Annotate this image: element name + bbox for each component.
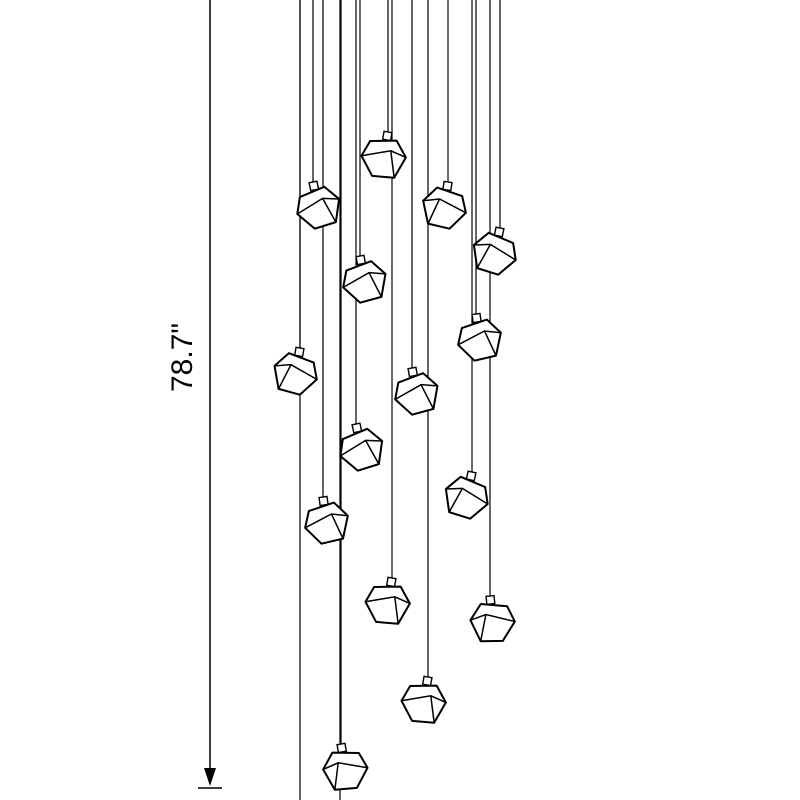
crystal-shade-outline bbox=[304, 501, 349, 545]
socket-cap bbox=[336, 742, 348, 754]
crystal-shade-outline bbox=[296, 185, 341, 230]
crystal-facet-line bbox=[330, 513, 344, 539]
crystal-facet-line bbox=[277, 364, 292, 390]
crystal-shade-outline bbox=[364, 585, 411, 625]
crystal-shade-outline bbox=[394, 372, 439, 416]
crystal-facet-line bbox=[321, 197, 337, 223]
crystal-shade-outline bbox=[422, 186, 467, 230]
pendant-shade bbox=[472, 226, 517, 276]
crystal-facet-line bbox=[448, 487, 464, 513]
socket-cap bbox=[485, 594, 496, 606]
pendant-shade bbox=[342, 254, 387, 304]
pendant-shade bbox=[400, 675, 447, 724]
pendant-shade bbox=[457, 312, 502, 362]
crystal-shade-outline bbox=[360, 139, 407, 179]
pendant-shade bbox=[304, 495, 349, 545]
crystal-facet-line bbox=[430, 695, 435, 723]
crystal-shade-outline bbox=[400, 684, 447, 724]
socket-cap bbox=[381, 130, 393, 142]
crystal-facet-line bbox=[457, 330, 501, 346]
pendant-shade bbox=[322, 742, 369, 791]
crystal-facet-line bbox=[394, 596, 399, 624]
pendant-shade bbox=[296, 180, 341, 230]
crystal-facet-line bbox=[483, 330, 497, 356]
suspension-cords bbox=[299, 0, 501, 800]
pendant-shade bbox=[360, 130, 407, 179]
pendant-shade bbox=[364, 576, 411, 625]
crystal-shade-outline bbox=[469, 603, 516, 643]
crystal-facet-line bbox=[334, 762, 339, 790]
crystal-facet-line bbox=[364, 439, 380, 465]
height-dimension: 78.7" bbox=[166, 0, 222, 789]
crystal-shade-outline bbox=[457, 318, 502, 362]
pendant-shade bbox=[469, 594, 516, 643]
socket-cap bbox=[421, 675, 433, 687]
crystal-facet-line bbox=[420, 384, 435, 410]
crystal-facet-line bbox=[368, 272, 383, 298]
dimension-arrowhead bbox=[204, 768, 216, 786]
crystal-shade-outline bbox=[339, 427, 384, 472]
pendant-shade bbox=[339, 422, 384, 472]
crystal-shade-outline bbox=[444, 475, 489, 520]
socket-cap bbox=[385, 576, 397, 588]
crystal-shade-outline bbox=[342, 260, 387, 304]
crystal-facet-line bbox=[427, 198, 441, 224]
pendant-shade bbox=[422, 180, 467, 230]
height-dimension-label: 78.7" bbox=[166, 323, 199, 392]
pendant-shade bbox=[273, 346, 318, 396]
crystal-facet-line bbox=[476, 243, 492, 269]
pendant-shades bbox=[273, 130, 517, 791]
crystal-facet-line bbox=[390, 150, 395, 178]
crystal-shade-outline bbox=[322, 751, 369, 791]
pendant-shade bbox=[394, 366, 439, 416]
crystal-shade-outline bbox=[273, 352, 318, 396]
crystal-facet-line bbox=[479, 614, 487, 642]
pendant-shade bbox=[444, 470, 489, 520]
